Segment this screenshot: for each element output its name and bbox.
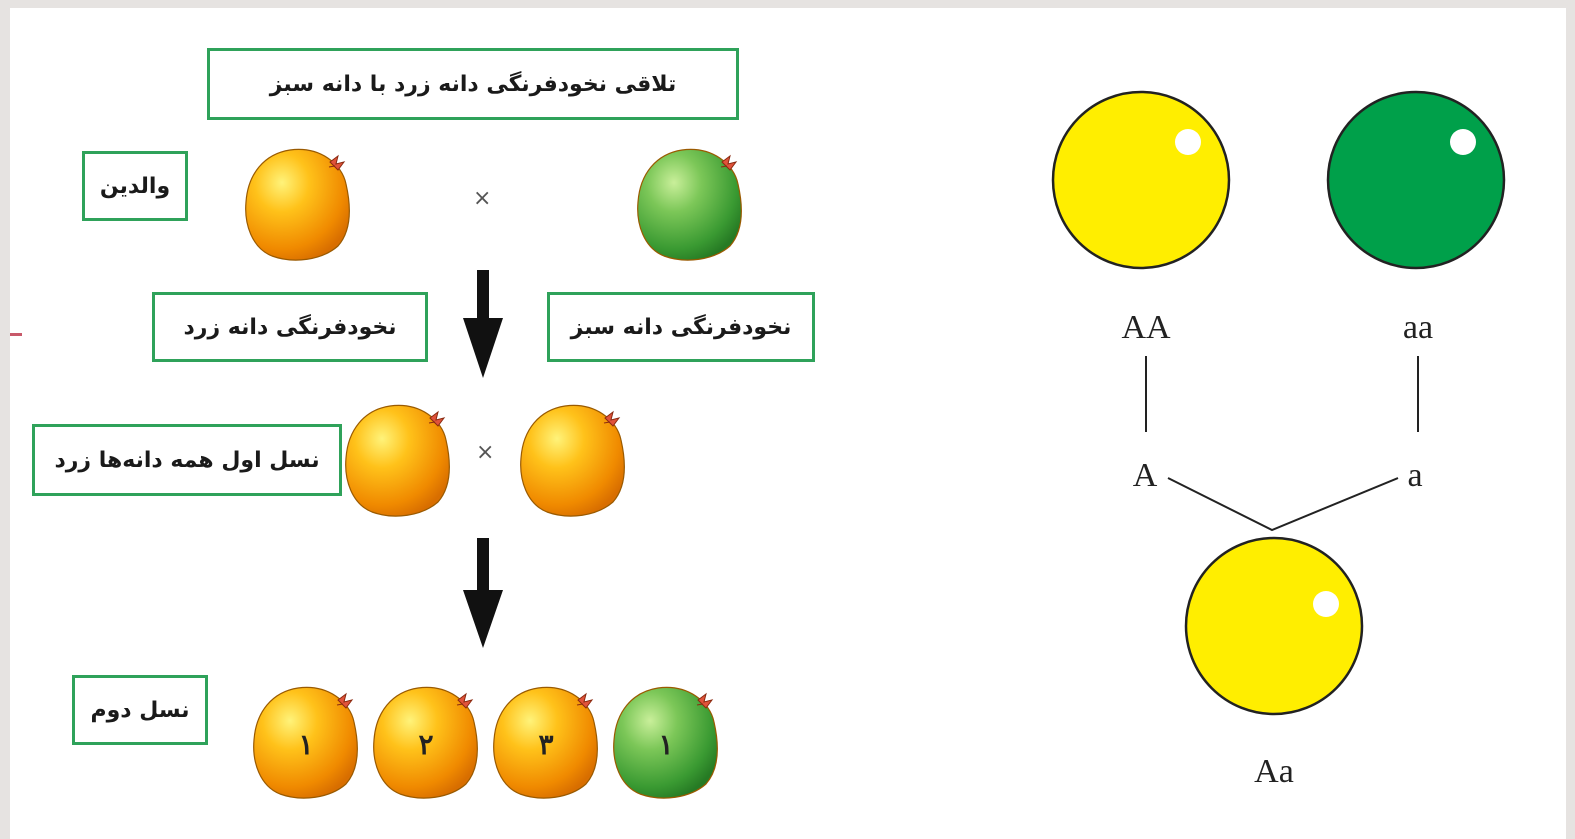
f1-label-box: نسل اول همه دانه‌ها زرد <box>32 424 342 496</box>
parents-label-box: والدین <box>82 151 188 221</box>
f2-pea-2: ۲ <box>373 686 478 799</box>
genotype-aa: aa <box>1403 309 1433 346</box>
green-seed-aa <box>1326 90 1506 270</box>
f2-pea-4: ۱ <box>613 686 718 799</box>
f2-ratio-2: ۲ <box>418 730 433 761</box>
cross-title-box: تلاقی نخودفرنگی دانه زرد با دانه سبز <box>207 48 739 120</box>
genotype-Aa: Aa <box>1254 753 1294 790</box>
yellow-seed-Aa <box>1184 536 1364 716</box>
gamete-join-lines <box>1167 477 1399 532</box>
parent-yellow-pea <box>245 148 350 261</box>
genotype-AA: AA <box>1121 309 1171 346</box>
yellow-pea-label-box: نخودفرنگی دانه زرد <box>152 292 428 362</box>
f1-pea-right <box>520 404 625 517</box>
yellow-seed-AA <box>1051 90 1231 270</box>
cross-symbol-parents: × <box>473 186 492 211</box>
f2-ratio-4: ۱ <box>658 730 673 761</box>
f2-pea-3: ۳ <box>493 686 598 799</box>
accent-line <box>10 333 22 336</box>
down-arrow-1 <box>463 270 503 378</box>
f2-ratio-1: ۱ <box>298 730 313 761</box>
gamete-a: a <box>1407 457 1422 494</box>
down-arrow-2 <box>463 538 503 648</box>
f2-pea-1: ۱ <box>253 686 358 799</box>
gamete-A: A <box>1133 457 1158 494</box>
cross-symbol-f1: × <box>476 440 495 465</box>
f2-label-box: نسل دوم <box>72 675 208 745</box>
parent-green-pea <box>637 148 742 261</box>
green-pea-label-box: نخودفرنگی دانه سبز <box>547 292 815 362</box>
f1-pea-left <box>345 404 450 517</box>
f2-ratio-3: ۳ <box>538 730 553 761</box>
